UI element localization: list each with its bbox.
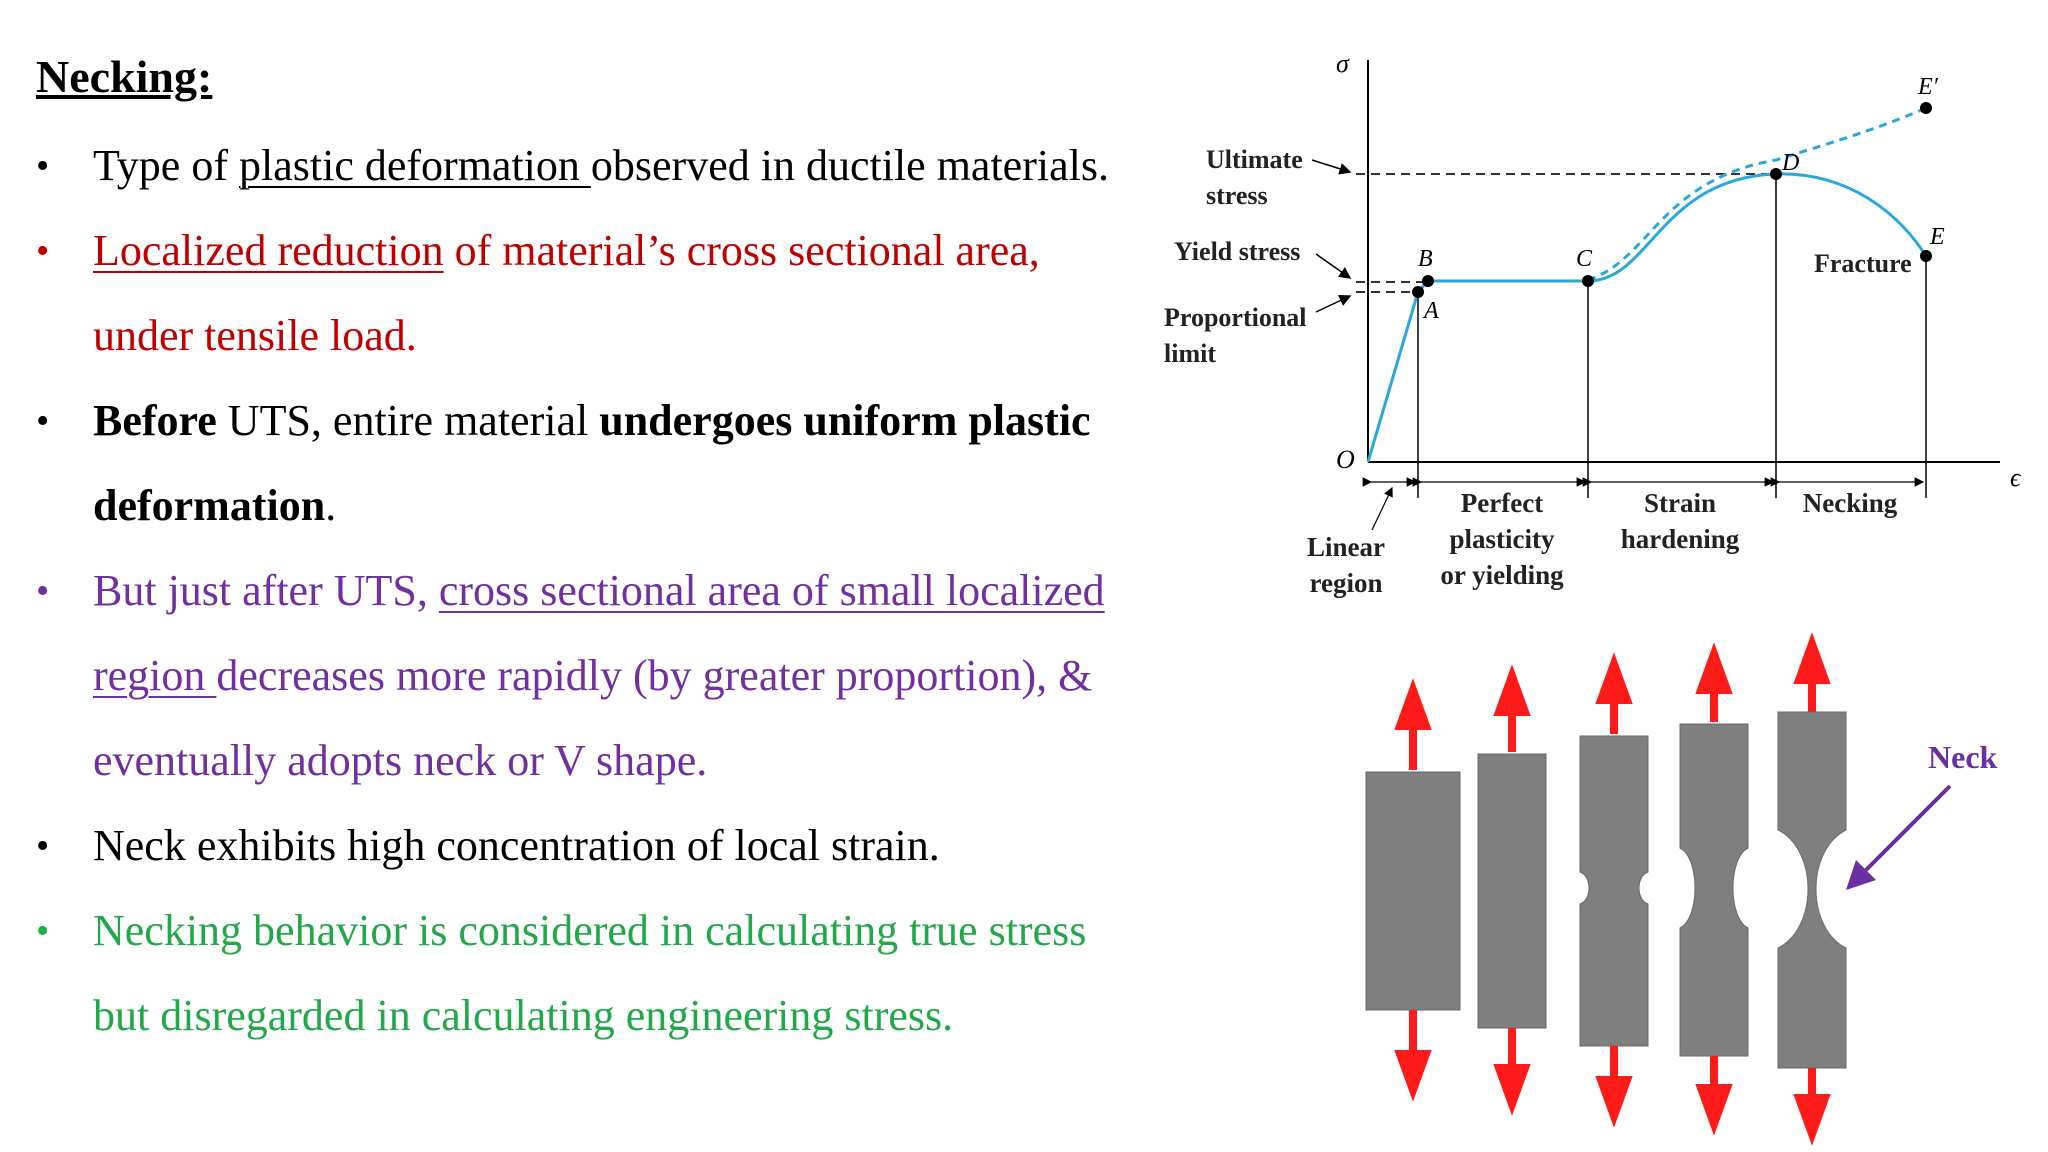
- text-run: Localized reduction: [93, 226, 444, 275]
- point-a-marker: [1412, 286, 1424, 298]
- yield-stress-label: Yield stress: [1174, 237, 1300, 266]
- ultimate-stress-label-1: Ultimate: [1206, 145, 1303, 174]
- bullet-text: under tensile load.: [93, 312, 417, 360]
- point-d-label: D: [1781, 150, 1799, 176]
- point-c-marker: [1582, 275, 1594, 287]
- yield-pointer: [1315, 253, 1352, 279]
- bullet-text: Localized reduction of material’s cross …: [93, 227, 1040, 275]
- text-run: .: [325, 481, 337, 530]
- neck-pointer-arrow: [1860, 784, 1952, 876]
- region-linear-2: region: [1310, 568, 1383, 598]
- specimen-4-body: [1679, 723, 1749, 1057]
- proportional-pointer: [1315, 295, 1352, 313]
- stress-strain-curve: [1366, 172, 1928, 463]
- bullet-text: region decreases more rapidly (by greate…: [93, 652, 1092, 700]
- necking-specimens: Neck: [1365, 632, 1998, 1146]
- bullet-text: but disregarded in calculating engineeri…: [93, 992, 953, 1040]
- text-run: Before: [93, 396, 217, 445]
- text-run: observed in ductile materials.: [590, 141, 1109, 190]
- region-strain-1: Strain: [1644, 488, 1716, 518]
- specimen-1: [1365, 678, 1461, 1102]
- linear-pointer: [1371, 486, 1393, 531]
- point-b-marker: [1422, 275, 1434, 287]
- proportional-limit-label-2: limit: [1164, 339, 1216, 368]
- text-run: Type of: [93, 141, 239, 190]
- text-run: Neck exhibits high concentration of loca…: [93, 821, 940, 870]
- text-run: but disregarded in calculating engineeri…: [93, 991, 954, 1040]
- text-run: under tensile load.: [93, 311, 417, 360]
- specimen-1-bottom-arrow: [1394, 1010, 1432, 1102]
- bullet-text: Necking behavior is considered in calcul…: [93, 907, 1086, 955]
- bullet-dot: •: [36, 145, 50, 187]
- region-perfect-1: Perfect: [1461, 488, 1543, 518]
- specimen-1-body: [1365, 771, 1461, 1011]
- text-run: deformation: [93, 481, 326, 530]
- text-run: UTS, entire material: [216, 396, 600, 445]
- text-run: region: [93, 651, 217, 700]
- specimen-5: [1777, 632, 1847, 1146]
- text-run: cross sectional area of small localized: [438, 566, 1105, 615]
- y-axis-symbol: σ: [1336, 49, 1350, 78]
- region-strain-2: hardening: [1621, 524, 1740, 554]
- text-run: eventually adopts neck or V shape.: [93, 736, 708, 785]
- region-linear-1: Linear: [1307, 532, 1385, 562]
- text-run: plastic deformation: [239, 141, 591, 190]
- point-c-label: C: [1576, 246, 1593, 272]
- text-run: Necking behavior is considered in calcul…: [93, 906, 1087, 955]
- specimen-1-top-arrow: [1394, 678, 1432, 770]
- slide-heading: Necking:: [36, 51, 213, 102]
- text-run: undergoes uniform plastic: [599, 396, 1091, 445]
- text-run: of material’s cross sectional area,: [443, 226, 1040, 275]
- point-e-label: E: [1929, 224, 1945, 250]
- bullet-text: Type of plastic deformation observed in …: [93, 142, 1109, 190]
- bullet-dot: •: [36, 910, 50, 952]
- point-e-prime-marker: [1920, 102, 1932, 114]
- fracture-label: Fracture: [1814, 249, 1912, 278]
- bullet-text: Before UTS, entire material undergoes un…: [93, 397, 1091, 445]
- specimen-3-top-arrow: [1595, 652, 1633, 734]
- neck-label: Neck: [1928, 739, 1998, 775]
- point-b-label: B: [1418, 246, 1433, 272]
- ultimate-pointer: [1311, 159, 1352, 175]
- specimen-2-bottom-arrow: [1493, 1028, 1531, 1116]
- specimen-4: [1679, 642, 1749, 1136]
- bullet-text: eventually adopts neck or V shape.: [93, 737, 707, 785]
- specimen-4-bottom-arrow: [1695, 1056, 1733, 1136]
- point-a-label: A: [1422, 298, 1439, 324]
- proportional-limit-label-1: Proportional: [1164, 303, 1307, 332]
- point-e-prime-label: E′: [1917, 74, 1939, 100]
- bullet-dot: •: [36, 570, 50, 612]
- specimen-5-top-arrow: [1793, 632, 1831, 712]
- specimen-2: [1477, 664, 1547, 1116]
- bullet-text: Neck exhibits high concentration of loca…: [93, 822, 940, 870]
- point-o-label: O: [1336, 445, 1355, 474]
- x-axis-symbol: ϵ: [2010, 463, 2022, 492]
- specimen-2-body: [1477, 753, 1547, 1029]
- text-run: But just after UTS,: [93, 566, 439, 615]
- bullet-text: deformation.: [93, 482, 336, 530]
- specimen-3-bottom-arrow: [1595, 1046, 1633, 1128]
- point-e-marker: [1920, 250, 1932, 262]
- specimen-5-body: [1777, 711, 1847, 1069]
- bullet-dot: •: [36, 825, 50, 867]
- ultimate-stress-label-2: stress: [1206, 181, 1268, 210]
- bullet-dot: •: [36, 230, 50, 272]
- specimen-3: [1579, 652, 1649, 1128]
- point-d-marker: [1770, 168, 1782, 180]
- specimen-3-body: [1579, 735, 1649, 1047]
- bullet-dot: •: [36, 400, 50, 442]
- region-perfect-2: plasticity: [1450, 524, 1555, 554]
- specimen-5-bottom-arrow: [1793, 1068, 1831, 1146]
- neck-pointer-arrowhead: [1846, 860, 1876, 890]
- specimen-2-top-arrow: [1493, 664, 1531, 752]
- region-perfect-3: or yielding: [1440, 560, 1564, 590]
- text-run: decreases more rapidly (by greater propo…: [216, 651, 1093, 700]
- specimen-4-top-arrow: [1695, 642, 1733, 722]
- bullet-text: But just after UTS, cross sectional area…: [93, 567, 1105, 615]
- region-necking: Necking: [1803, 488, 1898, 518]
